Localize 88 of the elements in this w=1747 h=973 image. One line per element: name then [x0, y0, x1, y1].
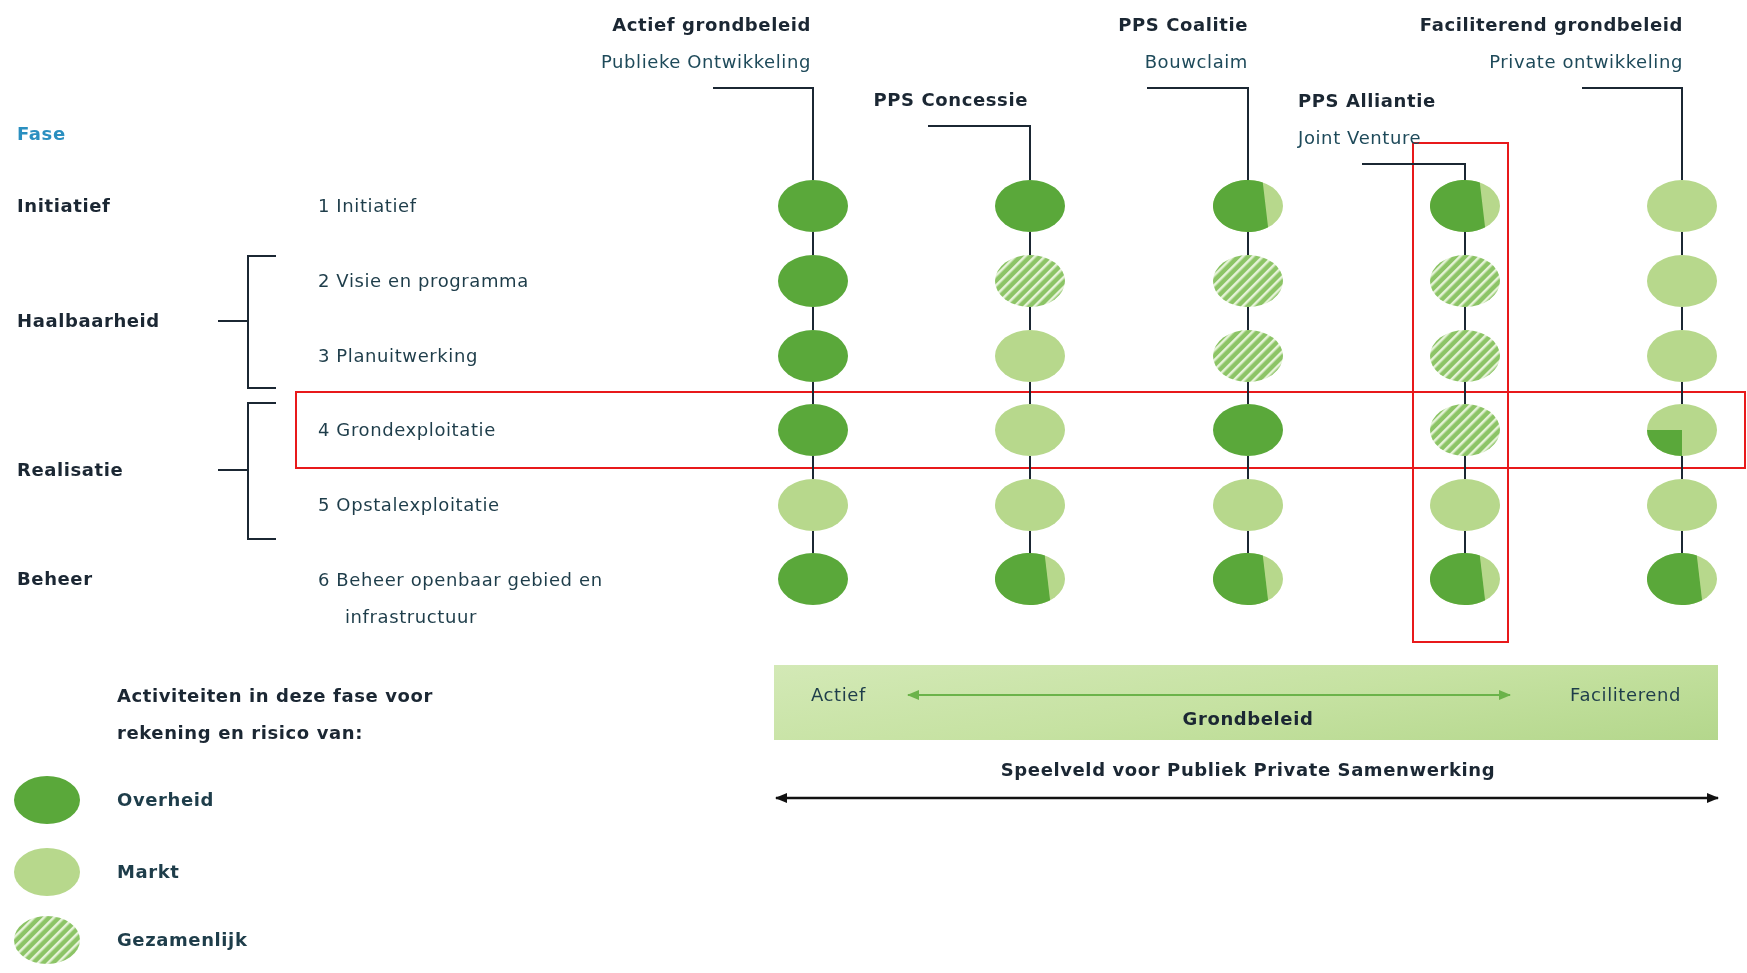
connector-line: [1247, 530, 1249, 554]
hatched-circle: [1430, 255, 1500, 307]
solid-circle: [778, 255, 848, 307]
scale-label: Faciliterend: [1570, 683, 1681, 707]
connector-line: [812, 530, 814, 554]
column-heading: Faciliterend grondbeleid: [1419, 13, 1683, 37]
solid-circle: [1647, 330, 1717, 382]
solid-circle: [1647, 479, 1717, 531]
split-circle: [1213, 180, 1283, 232]
axis-label: Speelveld voor Publiek Private Samenwerking: [1000, 758, 1496, 782]
solid-circle: [1647, 255, 1717, 307]
connector-line: [1464, 530, 1466, 554]
scale-label: Actief: [811, 683, 866, 707]
section-heading: Fase: [17, 122, 66, 146]
phase-label: Beheer: [17, 567, 93, 591]
solid-circle: [1430, 479, 1500, 531]
leader-line: [1581, 87, 1683, 181]
hatched-circle: [995, 255, 1065, 307]
connector-line: [1681, 455, 1683, 480]
solid-circle: [995, 180, 1065, 232]
column-subheading: Publieke Ontwikkeling: [600, 50, 811, 74]
connector-line: [1029, 530, 1031, 554]
column-subheading: Joint Venture: [1298, 126, 1422, 150]
solid-circle: [1213, 479, 1283, 531]
leader-line: [1146, 87, 1249, 181]
connector-line: [1247, 231, 1249, 256]
connector-line: [1464, 455, 1466, 480]
legend-label: Gezamenlijk: [117, 928, 248, 952]
solid-circle: [778, 180, 848, 232]
connector-line: [1681, 381, 1683, 405]
connector-line: [1029, 231, 1031, 256]
column-heading: PPS Concessie: [873, 88, 1028, 112]
solid-circle: [995, 479, 1065, 531]
solid-circle: [778, 479, 848, 531]
leader-line: [927, 125, 1031, 181]
phase-label: Realisatie: [17, 458, 124, 482]
connector-line: [812, 231, 814, 256]
hatched-circle: [1213, 255, 1283, 307]
phase-label: Haalbaarheid: [17, 309, 160, 333]
leader-line: [1361, 163, 1466, 181]
connector-line: [812, 455, 814, 480]
column-heading: Actief grondbeleid: [612, 13, 811, 37]
connector-line: [1029, 455, 1031, 480]
connector-line: [1464, 381, 1466, 405]
legend-title: Activiteiten in deze fase voor rekening en risico van:: [117, 684, 434, 745]
connector-line: [812, 381, 814, 405]
connector-line: [1681, 231, 1683, 256]
solid-circle: [778, 404, 848, 456]
connector-line: [1464, 306, 1466, 331]
connector-line: [1029, 306, 1031, 331]
step-label: 6 Beheer openbaar gebied en infrastructuur: [318, 568, 604, 629]
split-circle: [1430, 553, 1500, 605]
column-heading: PPS Coalitie: [1118, 13, 1248, 37]
solid-circle: [778, 553, 848, 605]
column-heading: PPS Alliantie: [1298, 89, 1436, 113]
column-subheading: Private ontwikkeling: [1489, 50, 1683, 74]
connector-line: [1681, 530, 1683, 554]
step-label: 3 Planuitwerking: [318, 344, 478, 368]
phase-label: Initiatief: [17, 194, 111, 218]
split-circle: [995, 553, 1065, 605]
scale-label: Grondbeleid: [1182, 707, 1314, 731]
hatched-circle: [1430, 330, 1500, 382]
connector-line: [1029, 381, 1031, 405]
hatched-circle: [1213, 330, 1283, 382]
step-label: 5 Opstalexploitatie: [318, 493, 500, 517]
connector-line: [1247, 306, 1249, 331]
connector-line: [1681, 306, 1683, 331]
quarter-circle: [1647, 404, 1717, 456]
connector-line: [1247, 381, 1249, 405]
split-circle: [1213, 553, 1283, 605]
solid-circle: [1647, 180, 1717, 232]
legend-label: Markt: [117, 860, 180, 884]
legend-label: Overheid: [117, 788, 214, 812]
connector-line: [1247, 455, 1249, 480]
step-label: 2 Visie en programma: [318, 269, 529, 293]
solid-circle: [778, 330, 848, 382]
solid-circle: [995, 330, 1065, 382]
step-label: 1 Initiatief: [318, 194, 417, 218]
column-subheading: Bouwclaim: [1144, 50, 1248, 74]
split-circle: [1647, 553, 1717, 605]
step-label: 4 Grondexploitatie: [318, 418, 496, 442]
connector-line: [812, 306, 814, 331]
hatched-circle: [1430, 404, 1500, 456]
solid-circle: [1213, 404, 1283, 456]
leader-line: [712, 87, 814, 181]
connector-line: [1464, 231, 1466, 256]
solid-circle: [995, 404, 1065, 456]
split-circle: [1430, 180, 1500, 232]
